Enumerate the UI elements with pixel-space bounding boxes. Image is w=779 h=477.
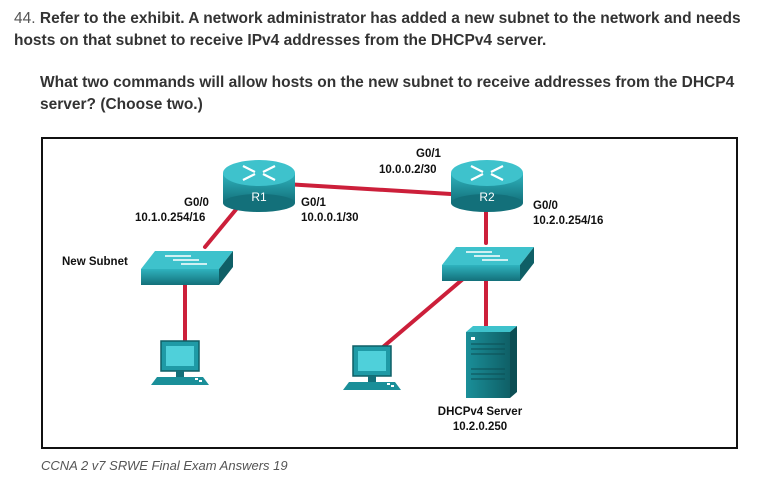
switch-2: [442, 247, 534, 281]
r2-right-iface: G0/0: [533, 200, 558, 212]
router-arrows-icon: [242, 165, 276, 181]
switch-arrows-icon: [466, 251, 508, 261]
r2-right-ip: 10.2.0.254/16: [533, 215, 603, 227]
question-text: 44. Refer to the exhibit. A network admi…: [14, 8, 769, 52]
r2-name: R2: [479, 190, 495, 204]
router-r1: R1: [223, 160, 295, 212]
topology-diagram: R1 R2: [62, 148, 603, 433]
question-body: Refer to the exhibit. A network administ…: [14, 10, 741, 49]
r1-right-iface: G0/1: [301, 197, 327, 209]
keyboard-icon: [195, 378, 202, 382]
dhcp-server: [466, 326, 517, 398]
server-vents-icon: [471, 343, 505, 380]
pc-2: [343, 345, 401, 390]
link-r1-r2: [283, 182, 453, 196]
r1-left-iface: G0/0: [184, 197, 209, 209]
image-caption: CCNA 2 v7 SRWE Final Exam Answers 19: [41, 458, 288, 473]
server-name: DHCPv4 Server: [438, 406, 523, 418]
r1-right-ip: 10.0.0.1/30: [301, 212, 359, 224]
switch-arrows-icon: [165, 255, 207, 265]
network-exhibit: R1 R2: [41, 137, 738, 449]
switch-1: [141, 251, 233, 285]
r2-top-ip: 10.0.0.2/30: [379, 164, 437, 176]
keyboard-icon: [387, 383, 394, 387]
r1-left-ip: 10.1.0.254/16: [135, 212, 205, 224]
pc-1: [151, 340, 209, 385]
router-arrows-icon: [470, 165, 504, 181]
r1-name: R1: [251, 190, 267, 204]
r2-top-iface: G0/1: [416, 148, 442, 160]
question-prompt: What two commands will allow hosts on th…: [40, 74, 735, 113]
router-r2: R2: [451, 160, 523, 212]
new-subnet-label: New Subnet: [62, 256, 128, 268]
link-switch2-pc2: [381, 277, 465, 349]
question-number: 44.: [14, 10, 36, 27]
server-ip: 10.2.0.250: [453, 421, 507, 433]
